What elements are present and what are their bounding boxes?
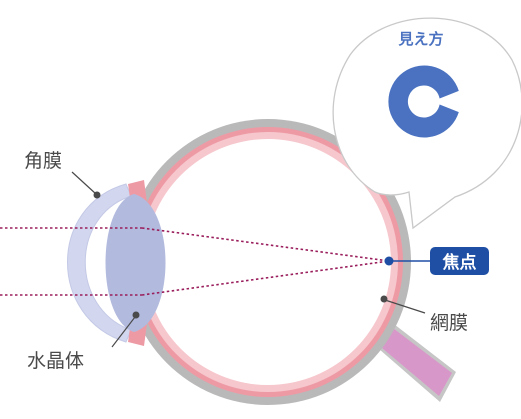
retina-callout: 網膜 — [380, 295, 468, 334]
ray-upper-refracted — [141, 227, 390, 262]
lens-callout: 水晶体 — [27, 311, 140, 372]
cornea — [67, 183, 132, 343]
lens-label: 水晶体 — [27, 350, 84, 372]
view-bubble: 見え方 — [332, 17, 521, 230]
c-symbol — [388, 65, 459, 138]
bubble-title: 見え方 — [397, 30, 443, 48]
focus-dot — [384, 256, 394, 266]
ray-lower-refracted — [141, 260, 390, 296]
cornea-label: 角膜 — [24, 150, 62, 172]
focus-badge — [430, 247, 489, 275]
focus-label: 焦点 — [442, 252, 477, 273]
focus-point: 焦点 — [384, 247, 489, 275]
cornea-callout: 角膜 — [24, 150, 101, 199]
vitreous-body — [145, 139, 391, 385]
retina-label: 網膜 — [430, 312, 468, 334]
light-rays — [0, 227, 390, 296]
optic-nerve — [372, 321, 456, 402]
eyeball — [125, 119, 411, 405]
